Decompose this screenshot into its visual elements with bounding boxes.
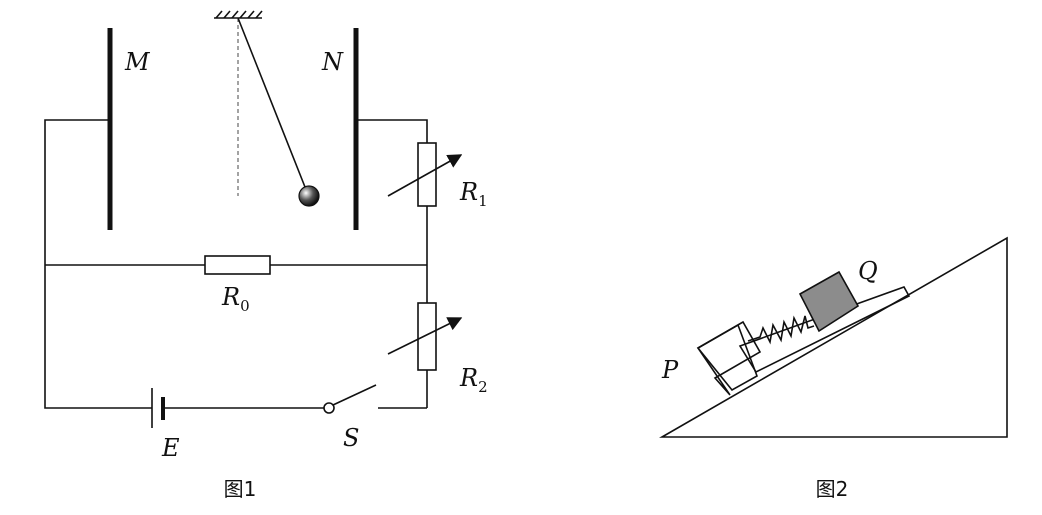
switch-s — [323, 384, 377, 414]
incline-wedge — [659, 236, 1008, 438]
figure-1-circuit: M N R1 R0 R2 E S 图1 — [44, 10, 488, 501]
rheostat-r1 — [387, 142, 463, 207]
label-r1: R1 — [459, 178, 488, 210]
label-e: E — [161, 434, 180, 462]
label-m: M — [124, 48, 151, 76]
resistor-r0 — [204, 255, 271, 275]
figure-2-incline: Q P 图2 — [659, 236, 1008, 501]
label-s: S — [343, 424, 359, 452]
ceiling-support — [214, 10, 263, 19]
pendulum-string — [237, 17, 306, 188]
label-r2: R2 — [459, 364, 488, 396]
caption-figure-2: 图2 — [816, 477, 849, 501]
spring — [747, 315, 815, 345]
block-q — [798, 270, 860, 333]
label-p: P — [661, 356, 679, 384]
rheostat-r2 — [387, 302, 463, 371]
label-q: Q — [858, 257, 878, 285]
caption-figure-1: 图1 — [224, 477, 257, 501]
label-r0: R0 — [221, 283, 250, 315]
circuit-wires — [44, 119, 428, 409]
battery-e — [151, 388, 165, 428]
charged-ball — [298, 185, 320, 207]
label-n: N — [321, 48, 344, 76]
block-p-body — [696, 323, 758, 392]
